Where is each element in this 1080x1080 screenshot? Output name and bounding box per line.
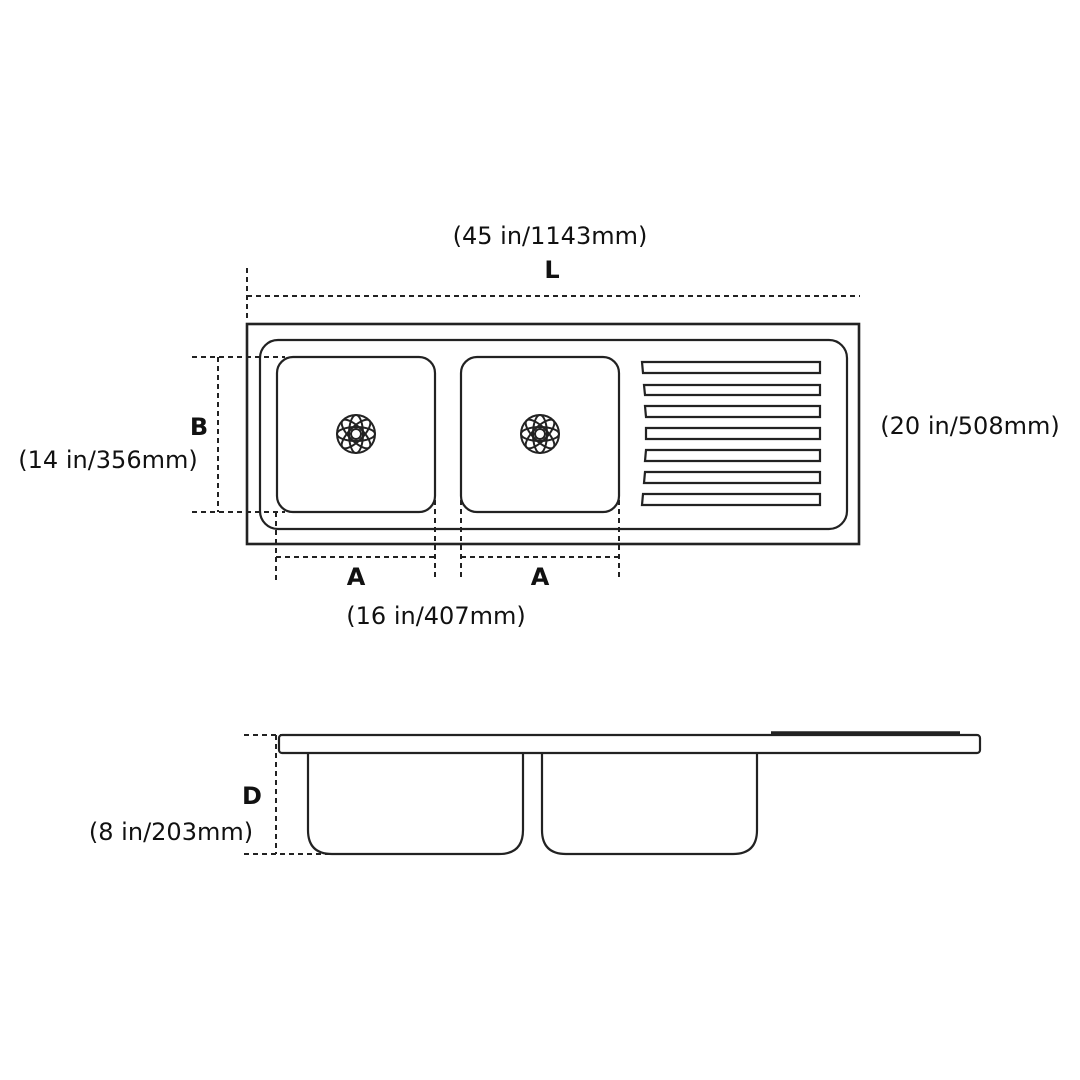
depth-letter-label: D	[242, 782, 262, 810]
sink-outer-rim	[245, 322, 861, 546]
length-letter-label: L	[544, 256, 559, 284]
bowl-depth-dimension-label: (14 in/356mm)	[18, 446, 197, 474]
drainboard-ridge	[642, 383, 822, 397]
length-dimension-label: (45 in/1143mm)	[453, 222, 648, 250]
depth-dimension-label: (8 in/203mm)	[89, 818, 253, 846]
drainboard-ridge	[643, 448, 822, 463]
drainboard-ridge	[640, 360, 822, 375]
drainboard-ridge	[644, 426, 822, 441]
sink-inner-rim	[258, 338, 849, 531]
bowl-depth-letter-label: B	[190, 413, 208, 441]
bowl-width-dimension-label: (16 in/407mm)	[346, 602, 525, 630]
side-right-bowl	[540, 753, 759, 856]
drainboard-ridge	[643, 404, 822, 419]
top-view: (45 in/1143mm) L	[18, 222, 1059, 630]
side-view: D (8 in/203mm)	[89, 731, 982, 856]
width-dimension-label: (20 in/508mm)	[880, 412, 1059, 440]
bowl-width-letter-label-right: A	[531, 563, 550, 591]
left-drain-icon	[336, 414, 376, 454]
drainboard-ridge	[640, 492, 822, 507]
bowl-width-letter-label-left: A	[347, 563, 366, 591]
drainboard-ridges	[640, 360, 822, 507]
right-drain-icon	[520, 414, 560, 454]
side-rim	[277, 733, 982, 755]
side-left-bowl	[306, 753, 525, 856]
drainboard-ridge	[642, 470, 822, 485]
left-bowl	[275, 355, 437, 514]
right-bowl	[459, 355, 621, 514]
